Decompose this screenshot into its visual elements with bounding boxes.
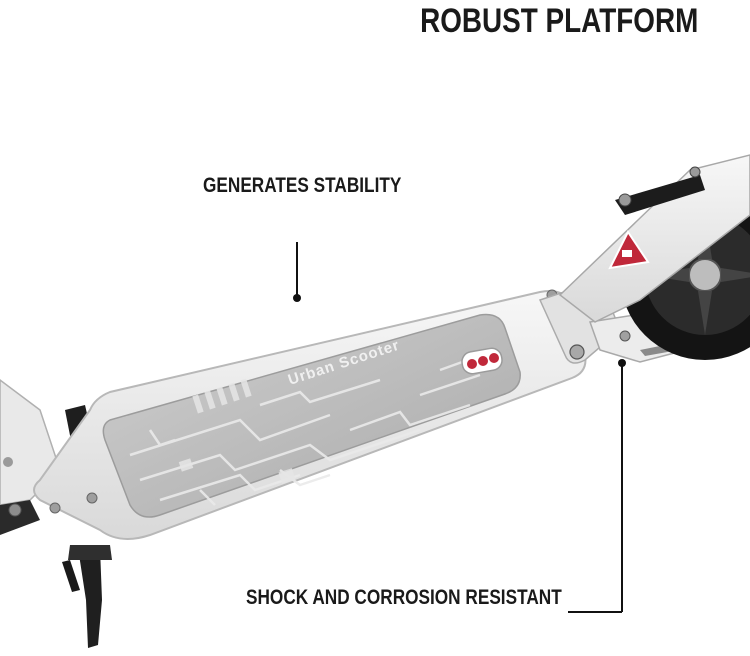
- callout-line-stability: [293, 242, 301, 302]
- callout-generates-stability: GENERATES STABILITY: [203, 174, 402, 197]
- callout-shock-corrosion-resistant: SHOCK AND CORROSION RESISTANT: [246, 586, 562, 609]
- kickstand: [62, 545, 112, 648]
- scooter-deck: Urban Scooter: [33, 289, 587, 540]
- callout-line-resistant: [568, 359, 626, 613]
- reflector: [461, 347, 503, 375]
- stem: [558, 154, 750, 323]
- warning-badge-icon: [608, 230, 650, 270]
- headline: ROBUST PLATFORM: [419, 2, 698, 40]
